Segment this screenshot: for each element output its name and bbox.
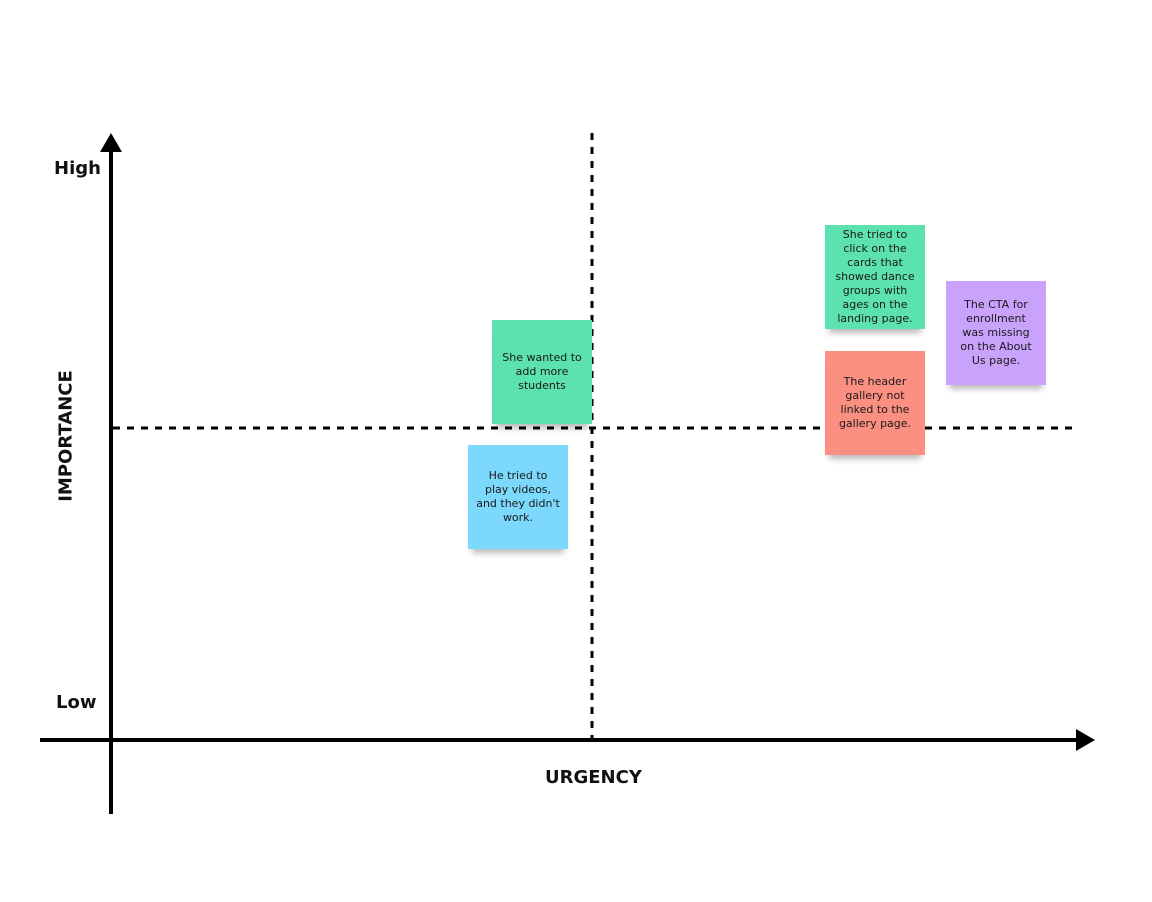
y-axis-arrow	[100, 133, 122, 152]
x-axis-title: URGENCY	[545, 767, 642, 788]
sticky-note-header-gallery[interactable]: The header gallery not linked to the gal…	[825, 351, 925, 455]
sticky-note-text: The header gallery not linked to the gal…	[838, 375, 912, 430]
sticky-note-text: She wanted to add more students	[502, 351, 582, 392]
sticky-note-text: He tried to play videos, and they didn't…	[476, 469, 560, 524]
sticky-note-text: She tried to click on the cards that sho…	[835, 228, 915, 325]
y-axis-high-label: High	[54, 158, 101, 179]
sticky-note-videos[interactable]: He tried to play videos, and they didn't…	[468, 445, 568, 549]
sticky-note-cta-missing[interactable]: The CTA for enrollment was missing on th…	[946, 281, 1046, 385]
y-axis-low-label: Low	[56, 692, 97, 713]
sticky-note-text: The CTA for enrollment was missing on th…	[960, 298, 1032, 367]
sticky-note-cards-click[interactable]: She tried to click on the cards that sho…	[825, 225, 925, 329]
sticky-note-add-students[interactable]: She wanted to add more students	[492, 320, 592, 424]
y-axis-title: IMPORTANCE	[55, 370, 77, 502]
x-axis-arrow	[1076, 729, 1095, 751]
